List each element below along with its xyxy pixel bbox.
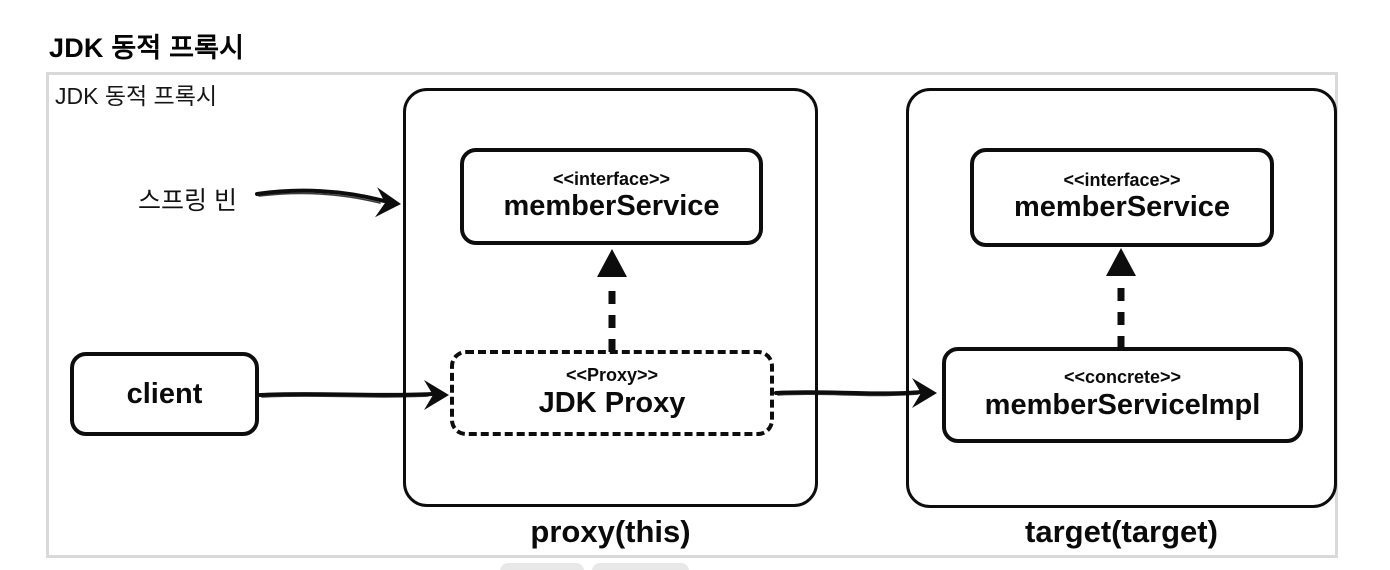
member-service-impl-stereotype: <<concrete>> xyxy=(1063,367,1182,388)
jdk-proxy-node: <<Proxy>> JDK Proxy xyxy=(450,350,774,436)
diagram-frame-label: JDK 동적 프록시 xyxy=(55,83,218,109)
bottom-toolbar-button-right[interactable] xyxy=(592,563,689,570)
target-interface-node: <<interface>> memberService xyxy=(970,148,1274,247)
client-node: client xyxy=(70,352,259,436)
target-interface-stereotype: <<interface>> xyxy=(1063,169,1181,190)
target-interface-name: memberService xyxy=(1013,191,1231,224)
target-group-caption: target(target) xyxy=(1025,514,1218,549)
jdk-proxy-stereotype: <<Proxy>> xyxy=(565,365,659,386)
proxy-interface-stereotype: <<interface>> xyxy=(552,168,671,189)
proxy-interface-node: <<interface>> memberService xyxy=(460,148,763,245)
member-service-impl-node: <<concrete>> memberServiceImpl xyxy=(942,347,1303,443)
client-node-label: client xyxy=(126,377,203,410)
page-title: JDK 동적 프록시 xyxy=(49,33,245,63)
proxy-interface-name: memberService xyxy=(503,190,720,223)
bottom-toolbar-button-left[interactable] xyxy=(500,563,584,570)
proxy-group-caption: proxy(this) xyxy=(530,514,691,549)
member-service-impl-name: memberServiceImpl xyxy=(984,388,1261,421)
jdk-proxy-name: JDK Proxy xyxy=(538,386,686,419)
spring-bean-label: 스프링 빈 xyxy=(138,187,237,215)
